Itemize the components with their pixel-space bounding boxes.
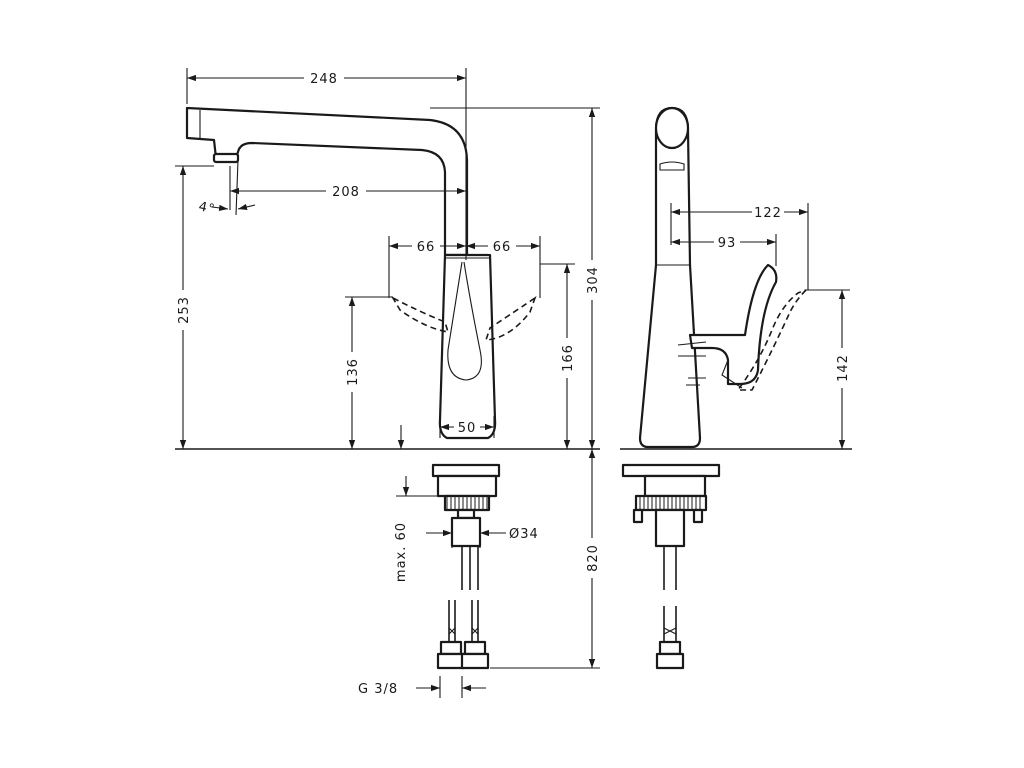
front-dimension-lines [175,68,600,698]
label-4-degrees: 4° [197,199,217,217]
side-hidden-lines [677,341,707,386]
mounting-assembly [431,463,501,590]
label-166: 166 [561,344,576,372]
label-g-3-8: G 3/8 [358,682,398,697]
label-304: 304 [586,266,601,294]
side-handle [688,263,778,389]
hose-connectors [436,600,490,670]
faucet-body [438,253,497,440]
label-66-left: 66 [417,240,436,255]
label-122: 122 [754,206,782,221]
spout [185,106,469,257]
side-handle-swing [736,289,807,391]
label-93: 93 [718,236,737,251]
label-208: 208 [332,185,360,200]
label-diameter-34: Ø34 [509,527,539,542]
side-mounting [621,463,721,670]
dimension-labels: 248 208 4° 66 66 253 304 136 166 50 max.… [175,70,851,697]
front-view [175,68,600,698]
label-248: 248 [310,72,338,87]
label-253: 253 [177,296,192,324]
side-view [620,106,852,670]
handle-swing-right [484,295,537,341]
side-body [638,106,702,449]
label-66-right: 66 [493,240,512,255]
label-max-60: max. 60 [394,522,409,582]
label-820: 820 [586,544,601,572]
label-142: 142 [836,354,851,382]
label-50: 50 [458,421,477,436]
label-136: 136 [346,358,361,386]
handle-swing-left [390,296,450,334]
